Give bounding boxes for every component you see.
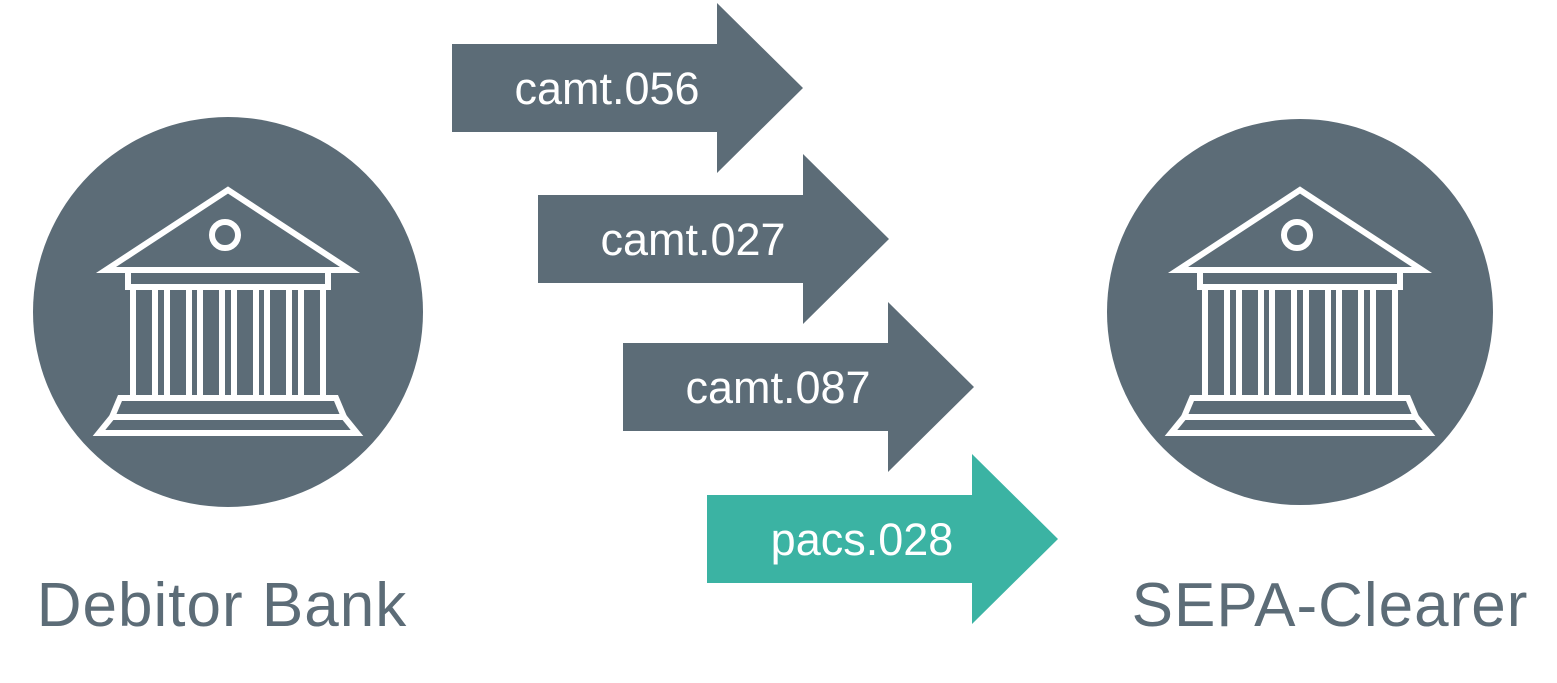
- sepa-clearer-circle: [1107, 119, 1493, 505]
- debitor-bank-label: Debitor Bank: [37, 571, 407, 640]
- message-arrow-camt027: camt.027: [538, 154, 889, 324]
- sepa-clearer-label: SEPA-Clearer: [1132, 571, 1529, 640]
- message-arrows: camt.056 camt.027 camt.087 pacs.028: [452, 3, 1058, 624]
- entity-debitor-bank: Debitor Bank: [33, 117, 423, 640]
- arrow-shape: [623, 302, 974, 472]
- arrow-label: pacs.028: [771, 514, 954, 565]
- arrow-shape: [452, 3, 803, 173]
- entity-sepa-clearer: SEPA-Clearer: [1107, 119, 1529, 640]
- arrow-label: camt.087: [685, 362, 870, 413]
- arrow-label: camt.056: [514, 63, 699, 114]
- arrow-shape: [707, 454, 1058, 624]
- message-arrow-pacs028: pacs.028: [707, 454, 1058, 624]
- arrow-shape: [538, 154, 889, 324]
- debitor-bank-circle: [33, 117, 423, 507]
- arrow-label: camt.027: [600, 214, 785, 265]
- message-arrow-camt056: camt.056: [452, 3, 803, 173]
- message-arrow-camt087: camt.087: [623, 302, 974, 472]
